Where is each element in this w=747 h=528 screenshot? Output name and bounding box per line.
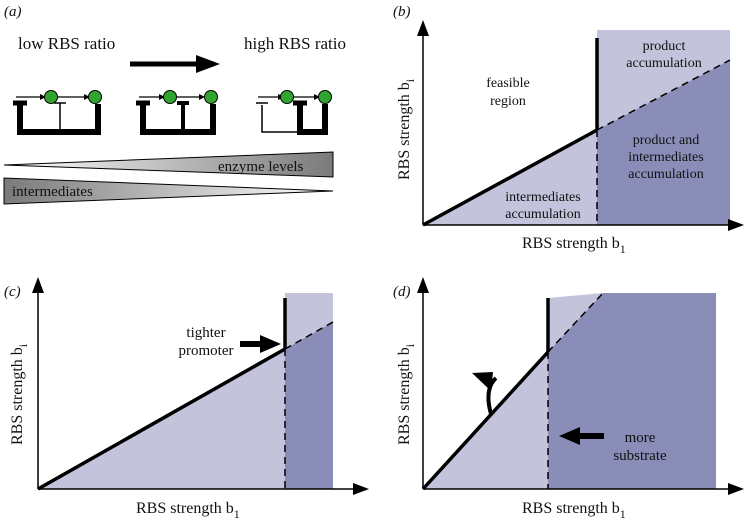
boundary-dashed-diagonal: [596, 59, 731, 131]
tighter-promoter-arrow: [240, 335, 281, 353]
circuit-high: [256, 90, 332, 135]
y-axis-label: RBS strength bi: [9, 343, 30, 445]
upper-region: [285, 293, 333, 349]
feasible-boundary-line: [421, 350, 550, 491]
x-axis-arrow: [353, 483, 369, 495]
intermediates-accum-label-1: intermediates: [505, 190, 580, 205]
more-substrate-arrow: [559, 427, 604, 445]
product-intermediates-label-3: accumulation: [628, 167, 703, 182]
feasible-boundary-line: [37, 347, 286, 491]
boundary-dashed-diagonal: [284, 321, 334, 350]
intermediates-label: intermediates: [12, 184, 93, 200]
product-intermediates-region: [597, 60, 730, 225]
panel-b-label: (b): [393, 4, 411, 20]
intermediates-wedge: [3, 177, 334, 205]
circuit-low: [13, 90, 102, 135]
substrate-label-1: more: [625, 430, 656, 446]
low-rbs-ratio-label: low RBS ratio: [18, 34, 115, 53]
y-axis-arrow: [417, 20, 429, 36]
intermediates-accum-label-2: accumulation: [505, 207, 580, 222]
boundary-dashed-diagonal: [547, 292, 604, 353]
panel-a-label: (a): [4, 4, 22, 20]
x-axis-arrow: [728, 219, 744, 231]
tighter-label-2: promoter: [179, 343, 234, 359]
dark-region: [548, 293, 716, 489]
x-axis-arrow: [728, 483, 744, 495]
circuit-mid: [136, 90, 218, 135]
product-intermediates-label-2: intermediates: [628, 150, 703, 165]
panel-d-label: (d): [393, 284, 411, 300]
enzyme-levels-wedge: [3, 151, 334, 178]
y-axis-arrow: [32, 277, 44, 293]
panel-d: (d) more substrate RBS strength b1 RBS s…: [393, 277, 744, 521]
panel-c: (c) tighter promoter RBS strength b1 RBS…: [4, 277, 369, 521]
feasible-label-2: region: [490, 94, 526, 109]
product-intermediates-label-1: product and: [633, 133, 699, 148]
product-label-2: accumulation: [626, 56, 701, 71]
product-label-1: product: [643, 39, 686, 54]
y-axis-label: RBS strength bi: [396, 78, 417, 180]
dark-region: [285, 322, 333, 489]
x-axis-label: RBS strength b1: [522, 235, 626, 256]
tighter-label-1: tighter: [186, 325, 225, 341]
panel-b: (b) feasible region product accumulation…: [393, 4, 744, 256]
panel-c-label: (c): [4, 284, 21, 300]
y-axis-arrow: [417, 277, 429, 293]
feasible-boundary-line: [422, 128, 598, 227]
shift-curved-arrow: [472, 372, 498, 415]
panel-a: (a) low RBS ratio high RBS ratio: [3, 4, 346, 205]
ratio-arrow: [130, 55, 220, 73]
y-axis-label: RBS strength bi: [396, 343, 417, 445]
substrate-label-2: substrate: [613, 448, 667, 464]
high-rbs-ratio-label: high RBS ratio: [244, 34, 346, 53]
enzyme-levels-label: enzyme levels: [218, 159, 304, 175]
x-axis-label: RBS strength b1: [136, 500, 240, 521]
product-region: [597, 30, 730, 130]
x-axis-label: RBS strength b1: [522, 500, 626, 521]
feasible-label-1: feasible: [486, 76, 530, 91]
